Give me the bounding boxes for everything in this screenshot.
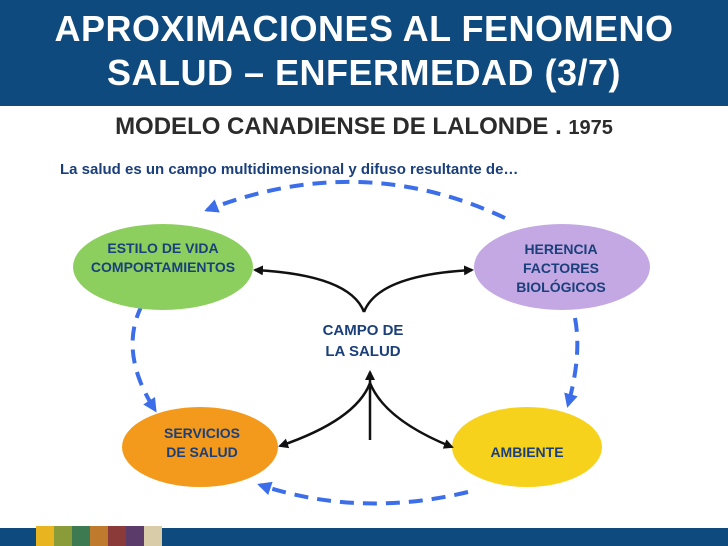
label-ambiente-line-1: AMBIENTE xyxy=(490,444,564,460)
node-estilo-de-vida xyxy=(73,224,253,310)
label-ambiente: AMBIENTE xyxy=(462,443,592,462)
arrow-to-servicios xyxy=(278,382,372,449)
footer-swatch xyxy=(72,526,90,546)
label-estilo-line-1: ESTILO DE VIDA xyxy=(107,240,219,256)
arrow-to-herencia xyxy=(362,265,474,313)
footer-swatch xyxy=(126,526,144,546)
footer-bar xyxy=(0,528,728,546)
center-label-line-1: CAMPO DE xyxy=(322,322,404,339)
cycle-arrow-right xyxy=(564,317,580,408)
footer-swatch xyxy=(90,526,108,546)
label-herencia-line-2: FACTORES xyxy=(523,260,599,276)
center-label-line-2: LA SALUD xyxy=(325,343,401,360)
intro-text: La salud es un campo multidimensional y … xyxy=(60,161,519,178)
center-label: CAMPO DE LA SALUD xyxy=(300,320,426,362)
label-servicios: SERVICIOS DE SALUD xyxy=(132,424,272,462)
label-servicios-line-2: DE SALUD xyxy=(166,444,238,460)
footer-swatch xyxy=(108,526,126,546)
label-estilo: ESTILO DE VIDA COMPORTAMIENTOS xyxy=(73,239,253,277)
label-herencia-line-1: HERENCIA xyxy=(524,241,598,257)
cycle-arrow-left xyxy=(130,304,157,413)
label-herencia: HERENCIA FACTORES BIOLÓGICOS xyxy=(476,240,646,297)
label-herencia-line-3: BIOLÓGICOS xyxy=(516,279,606,295)
title-line-2: SALUD – ENFERMEDAD (3/7) xyxy=(106,52,622,93)
label-servicios-line-1: SERVICIOS xyxy=(164,425,240,441)
cycle-arrow-top xyxy=(204,179,506,220)
label-estilo-line-2: COMPORTAMIENTOS xyxy=(90,259,236,275)
footer-swatch xyxy=(54,526,72,546)
arrow-to-ambiente xyxy=(368,382,454,449)
node-herencia xyxy=(474,224,650,310)
node-ambiente xyxy=(452,407,602,487)
subtitle-text: MODELO CANADIENSE DE LALONDE . xyxy=(115,113,569,140)
title-line-1: APROXIMACIONES AL FENOMENO xyxy=(54,8,674,49)
footer-swatch xyxy=(36,526,54,546)
footer-swatch xyxy=(144,526,162,546)
cycle-arrow-bottom xyxy=(257,481,469,506)
arrow-to-estilo xyxy=(253,265,366,313)
subtitle: MODELO CANADIENSE DE LALONDE . 1975 xyxy=(0,112,728,143)
subtitle-year: 1975 xyxy=(568,117,613,139)
title-banner: APROXIMACIONES AL FENOMENO SALUD – ENFER… xyxy=(0,0,728,106)
node-servicios-de-salud xyxy=(122,407,278,487)
